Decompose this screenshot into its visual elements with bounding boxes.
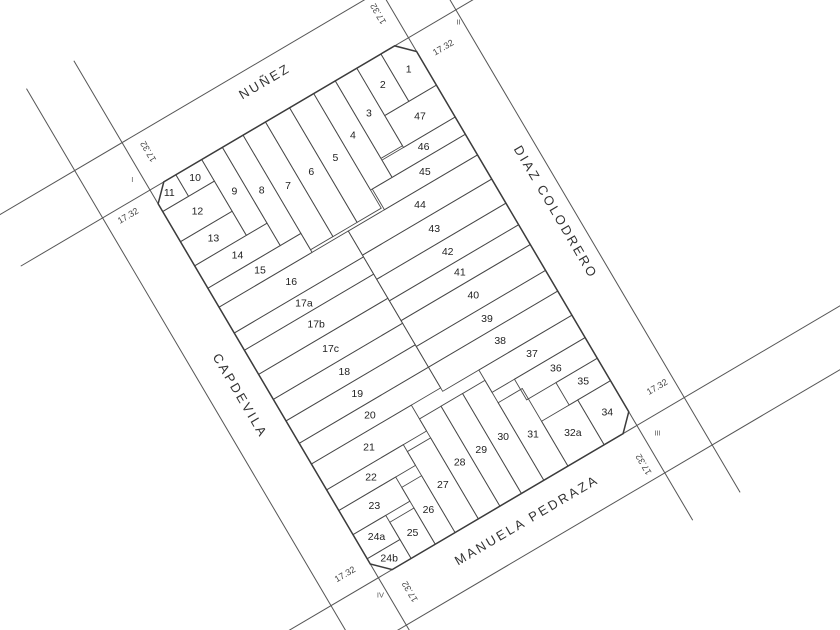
lot-label-43: 43	[428, 223, 440, 235]
lot-label-20: 20	[364, 410, 376, 422]
lot-label-42: 42	[442, 246, 454, 258]
lot-label-45: 45	[419, 166, 431, 178]
lot-label-40: 40	[467, 290, 479, 302]
lot-label-22: 22	[365, 472, 377, 484]
dimension-label-8: 17.32	[400, 579, 420, 603]
dimension-label-2: 17.32	[431, 37, 455, 57]
dimension-label-4: 17.32	[116, 206, 140, 226]
lot-label-4: 4	[350, 129, 356, 141]
lot-label-16: 16	[285, 276, 297, 288]
lot-label-2: 2	[380, 79, 386, 91]
dimension-label-1: 17.32	[368, 2, 388, 26]
street-line-diaz-far	[328, 0, 741, 493]
lot-label-28: 28	[454, 457, 466, 469]
lot-label-34: 34	[601, 407, 613, 419]
street-line-pedraza-far	[276, 269, 840, 630]
lot-label-25: 25	[407, 527, 419, 539]
lot-label-21: 21	[363, 441, 375, 453]
dimension-label-6: 17.32	[634, 452, 654, 476]
lot-label-24b: 24b	[380, 553, 398, 565]
street-name-diaz-colodrero: DIAZ COLODRERO	[511, 143, 601, 282]
lot-label-9: 9	[231, 185, 237, 197]
lot-label-31: 31	[527, 428, 539, 440]
lot-label-17a: 17a	[295, 298, 313, 310]
dimension-label-5: 17.32	[645, 377, 669, 397]
lot-label-24a: 24a	[368, 531, 386, 543]
lot-label-26: 26	[423, 504, 435, 516]
lot-label-37: 37	[526, 348, 538, 360]
lot-label-46: 46	[418, 141, 430, 153]
lot-label-17b: 17b	[307, 318, 325, 330]
lot-label-30: 30	[497, 431, 509, 443]
lot-label-32a: 32a	[564, 427, 582, 439]
lot-label-23: 23	[368, 500, 380, 512]
corner-mark-iii: III	[654, 429, 660, 438]
corner-mark-iv: IV	[377, 591, 384, 600]
street-name-nunez: NUÑEZ	[236, 60, 293, 102]
lot-label-39: 39	[481, 313, 493, 325]
lot-label-14: 14	[232, 250, 244, 262]
lot-label-41: 41	[454, 267, 466, 279]
lot-label-6: 6	[308, 166, 314, 178]
lot-label-36: 36	[550, 363, 562, 375]
corner-mark-i: I	[131, 175, 133, 184]
lot-label-15: 15	[254, 264, 266, 276]
street-line-capdevila-far	[26, 88, 479, 630]
lot-label-18: 18	[338, 366, 350, 378]
lot-label-27: 27	[437, 479, 449, 491]
lot-label-38: 38	[494, 335, 506, 347]
lot-label-29: 29	[475, 444, 487, 456]
lot-labels-layer: 1234567891011121314151617a17b17c18192021…	[164, 64, 613, 565]
lot-label-7: 7	[285, 180, 291, 192]
street-line-nunez-far	[0, 0, 493, 250]
lot-label-19: 19	[351, 388, 363, 400]
lot-label-8: 8	[259, 184, 265, 196]
lot-label-44: 44	[414, 199, 426, 211]
lot-label-12: 12	[192, 205, 204, 217]
lot-label-17c: 17c	[322, 343, 339, 355]
lot-label-11: 11	[164, 187, 175, 199]
lot-label-3: 3	[366, 107, 372, 119]
lot-label-1: 1	[406, 64, 412, 76]
lot-label-13: 13	[208, 233, 220, 245]
corner-mark-ii: II	[456, 18, 460, 27]
dimension-label-7: 17.32	[333, 564, 357, 584]
lot-label-47: 47	[414, 110, 426, 122]
lot-label-10: 10	[189, 172, 201, 184]
dimension-label-3: 17.32	[138, 139, 158, 163]
street-name-capdevila: CAPDEVILA	[210, 351, 271, 441]
block-outline	[157, 45, 630, 571]
dimension-labels-layer: 17.32 17.32 17.32 17.32 17.32 17.32 17.32 17.32	[116, 2, 670, 604]
lot-label-5: 5	[332, 152, 338, 164]
lot-label-35: 35	[577, 376, 589, 388]
